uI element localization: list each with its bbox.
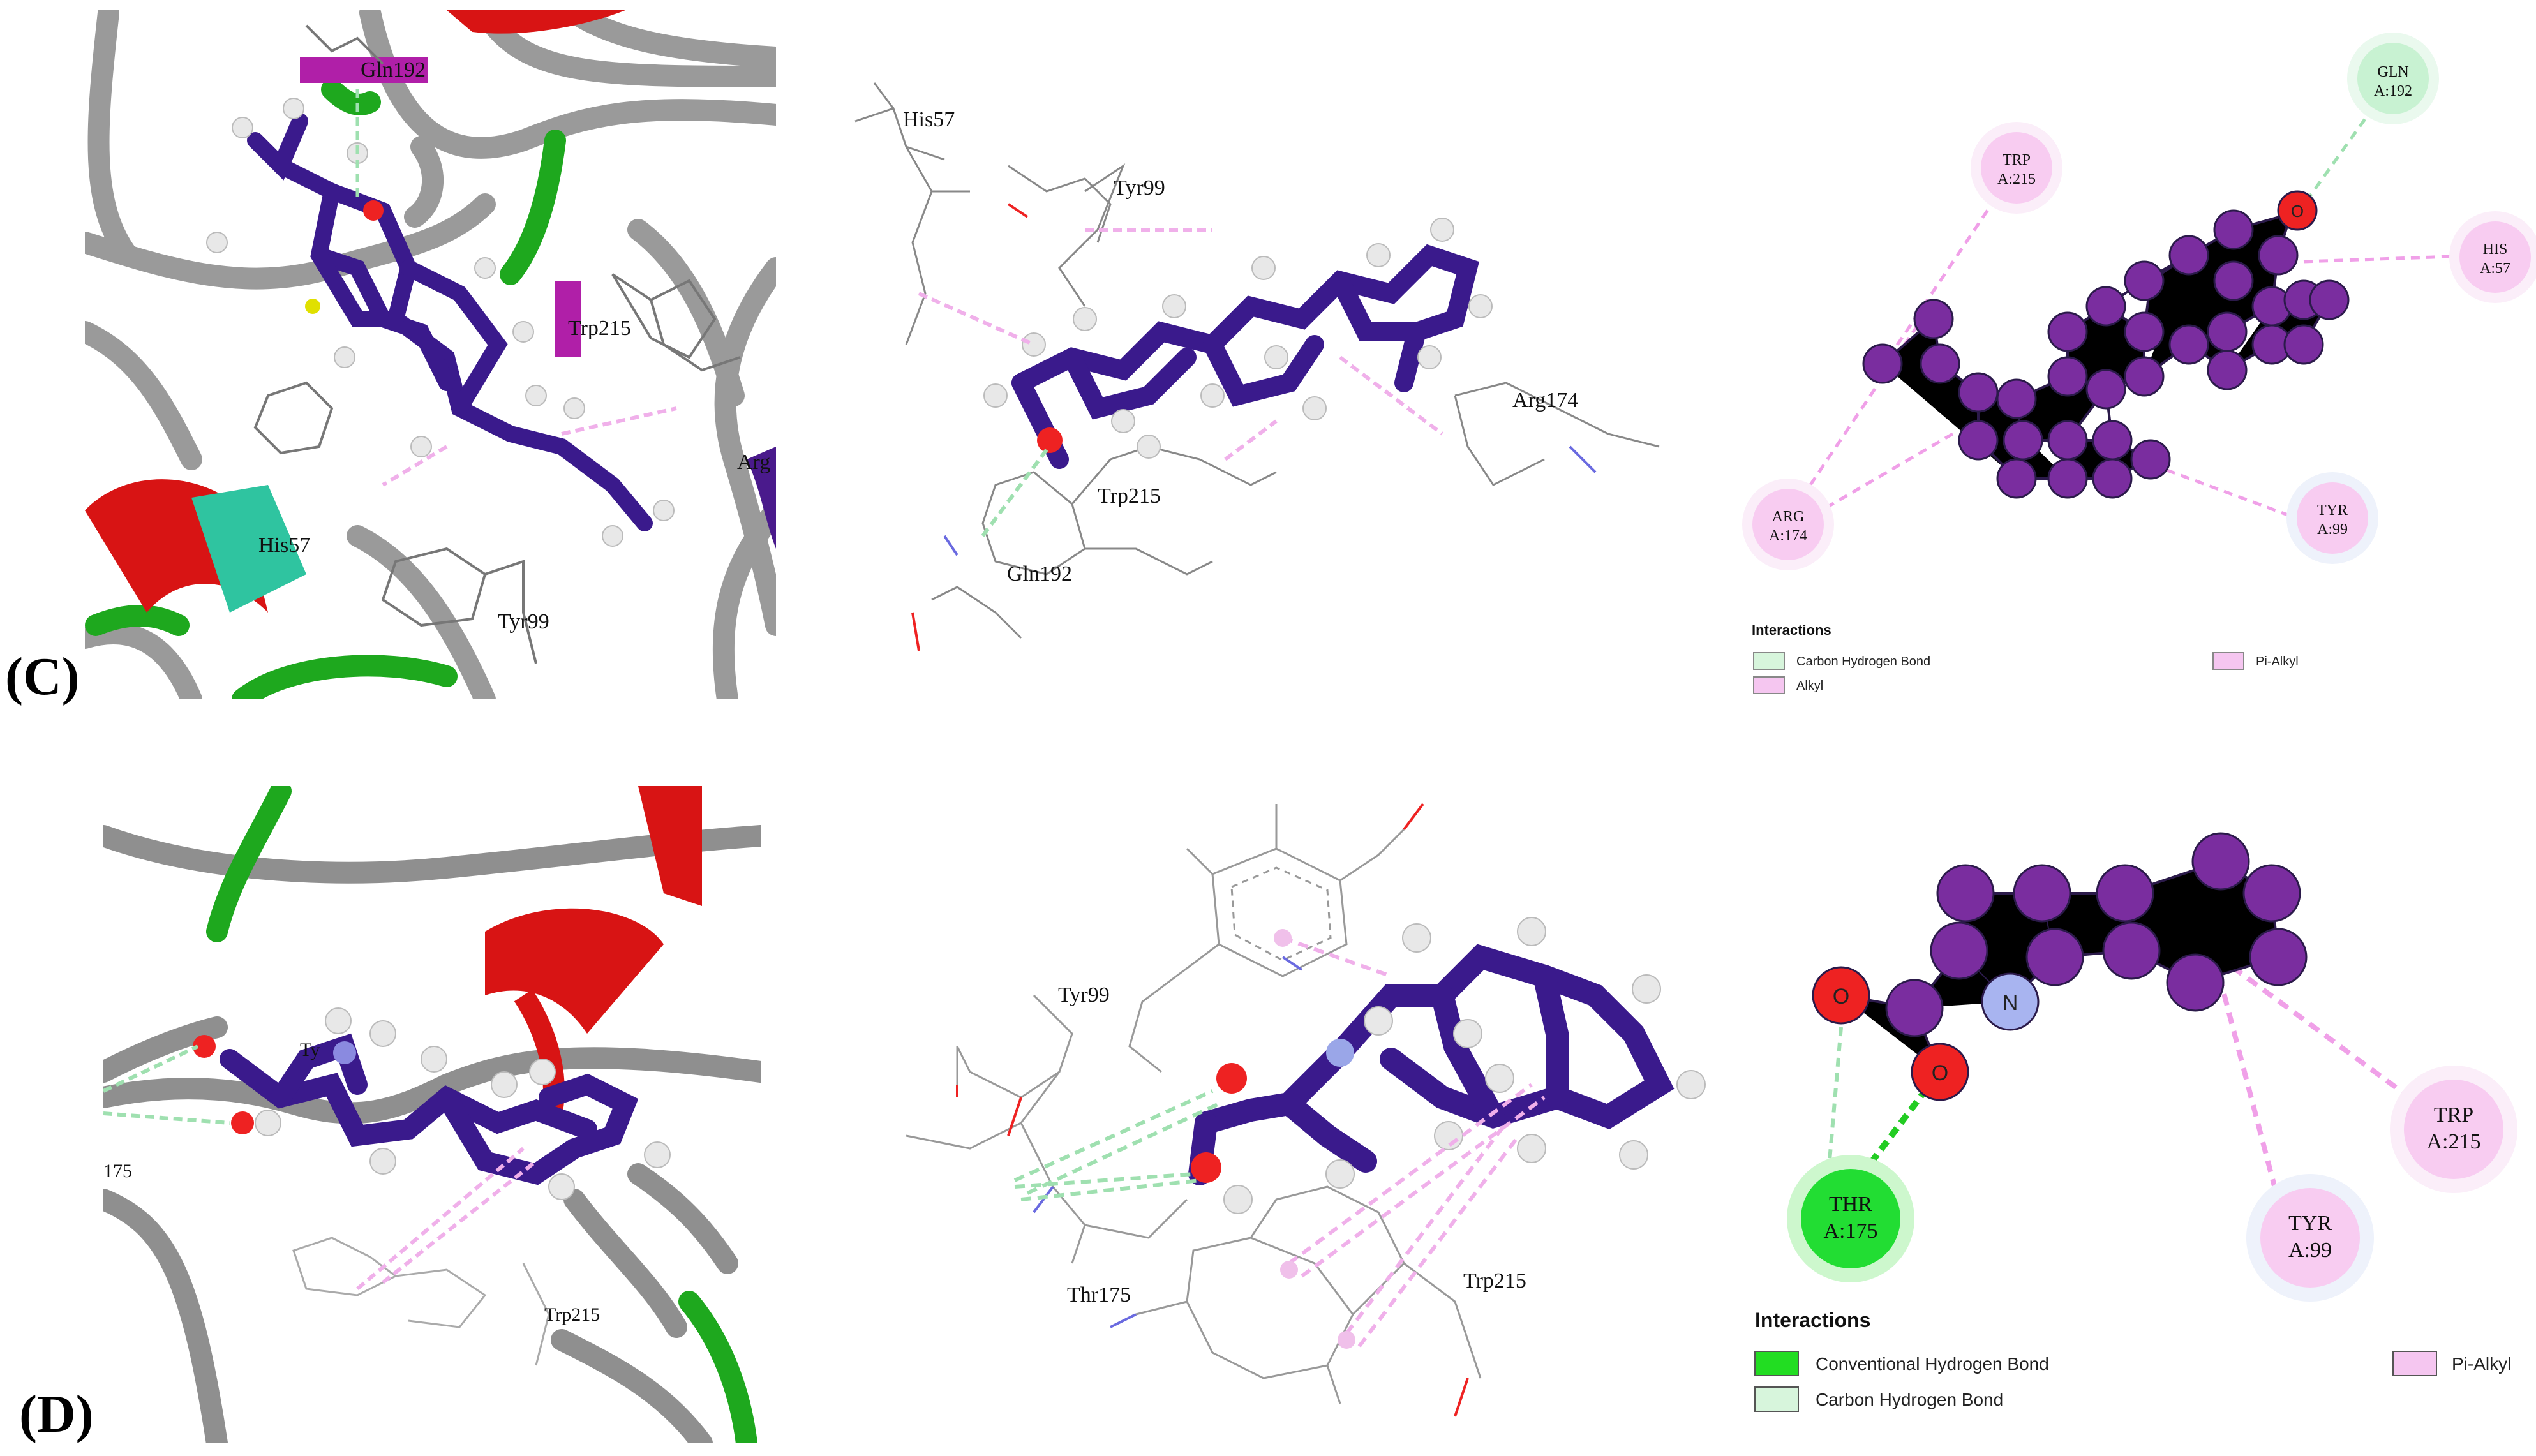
- label-arg-3d: Arg: [737, 450, 770, 474]
- legend-item-pi-alkyl: Pi-Alkyl: [2256, 655, 2299, 669]
- residue-name: HIS: [2483, 241, 2508, 258]
- residue-id: A:215: [2427, 1130, 2481, 1154]
- label-ty-3d: Ty: [300, 1039, 320, 1060]
- panel-label-d: (D): [19, 1385, 94, 1444]
- svg-text:O: O: [2291, 202, 2304, 221]
- residue-bubble-trp215: TRP A:215: [2390, 1066, 2517, 1193]
- residue-id: A:99: [2317, 521, 2348, 538]
- label-his57-3d: His57: [258, 533, 310, 557]
- label-trp215-lines-d: Trp215: [1463, 1269, 1526, 1293]
- ligand-atoms: [1885, 832, 2308, 1037]
- residue-bubble-his57: HIS A:57: [2449, 211, 2536, 303]
- legend-swatch-alkyl: [1753, 676, 1785, 694]
- legend-swatch-carbon-hydrogen: [1754, 1386, 1799, 1412]
- label-tyr99-lines-d: Tyr99: [1058, 983, 1110, 1007]
- residue-id: A:99: [2288, 1238, 2332, 1262]
- oxygen-atom: O: [2277, 190, 2318, 231]
- legend-item-carbon-hydrogen: Carbon Hydrogen Bond: [1796, 655, 1930, 669]
- label-175-3d: 175: [103, 1161, 132, 1182]
- carbon-hydrogen-bond-line: [2295, 78, 2395, 215]
- svg-text:O: O: [1833, 984, 1849, 1009]
- svg-text:O: O: [1932, 1061, 1948, 1085]
- label-trp215-3d-d: Trp215: [544, 1304, 600, 1325]
- residue-bubble-gln192: GLN A:192: [2347, 33, 2439, 124]
- label-his57-lines: His57: [903, 108, 955, 131]
- label-gln192-lines: Gln192: [1007, 562, 1072, 586]
- panel-d-legend: Interactions Conventional Hydrogen Bond …: [1754, 1309, 2511, 1412]
- residue-id: A:192: [2374, 83, 2412, 100]
- label-trp215-3d: Trp215: [568, 316, 631, 340]
- panel-c-line-view: His57 Tyr99 Arg174 Trp215 Gln192: [854, 82, 1660, 651]
- residue-name: ARG: [1772, 509, 1805, 525]
- residue-bubble-tyr99: TYR A:99: [2286, 472, 2378, 564]
- legend-item-pi-alkyl: Pi-Alkyl: [2452, 1354, 2511, 1374]
- panel-d-3d-view: Ty 175 Trp215: [103, 786, 761, 1443]
- residue-bubble-thr175: THR A:175: [1787, 1155, 1914, 1282]
- legend-swatch-pi-alkyl: [2392, 1351, 2437, 1376]
- legend-swatch-carbon-hydrogen: [1753, 652, 1785, 670]
- oxygen-atom-1: O: [1812, 966, 1870, 1025]
- residue-name: TYR: [2317, 502, 2348, 519]
- panel-c-legend: Interactions Carbon Hydrogen Bond Alkyl …: [1752, 622, 2299, 694]
- ligand-atoms: [1862, 209, 2350, 499]
- legend-item-conventional-hydrogen: Conventional Hydrogen Bond: [1816, 1354, 2049, 1374]
- residue-bubble-trp215: TRP A:215: [1971, 122, 2062, 214]
- panel-d-line-view: Tyr99 Thr175 Trp215: [906, 803, 1706, 1417]
- residue-id: A:174: [1769, 528, 1807, 544]
- residue-id: A:57: [2480, 260, 2510, 277]
- legend-swatch-pi-alkyl: [2212, 652, 2244, 670]
- panel-d-2d-diagram: THR A:175 TRP A:215 TYR A:99: [1754, 832, 2517, 1412]
- oxygen-atom-2: O: [1911, 1043, 1969, 1101]
- residue-name: TRP: [2003, 152, 2031, 168]
- residue-name: THR: [1829, 1192, 1872, 1216]
- residue-id: A:215: [1997, 171, 2036, 188]
- residue-id: A:175: [1824, 1219, 1878, 1243]
- svg-text:N: N: [2003, 991, 2018, 1015]
- panel-c-3d-view: Gln192 Trp215 Arg His57 Tyr99: [85, 10, 776, 699]
- residue-name: GLN: [2377, 64, 2408, 80]
- panel-label-c: (C): [5, 647, 80, 706]
- panel-c-2d-diagram: GLN A:192 TRP A:215 HIS A:57 ARG A:174 T…: [1742, 33, 2536, 694]
- nitrogen-atom: N: [1981, 972, 2040, 1031]
- residue-name: TYR: [2288, 1212, 2332, 1235]
- label-thr175-lines: Thr175: [1067, 1283, 1131, 1307]
- residue-bubble-tyr99: TYR A:99: [2246, 1174, 2374, 1302]
- label-arg174-lines: Arg174: [1512, 389, 1578, 412]
- conventional-hydrogen-bond-line: [1829, 1073, 1939, 1217]
- label-trp215-lines: Trp215: [1098, 484, 1161, 508]
- label-gln192-3d: Gln192: [361, 58, 426, 82]
- residue-bubble-arg174: ARG A:174: [1742, 479, 1834, 570]
- legend-swatch-conventional-hydrogen: [1754, 1351, 1799, 1376]
- label-tyr99-lines: Tyr99: [1114, 176, 1165, 200]
- legend-title: Interactions: [1755, 1309, 1870, 1332]
- label-tyr99-3d: Tyr99: [498, 610, 549, 634]
- legend-item-alkyl: Alkyl: [1796, 679, 1823, 693]
- legend-title: Interactions: [1752, 622, 1831, 638]
- residue-name: TRP: [2434, 1103, 2473, 1127]
- legend-item-carbon-hydrogen: Carbon Hydrogen Bond: [1816, 1390, 2003, 1409]
